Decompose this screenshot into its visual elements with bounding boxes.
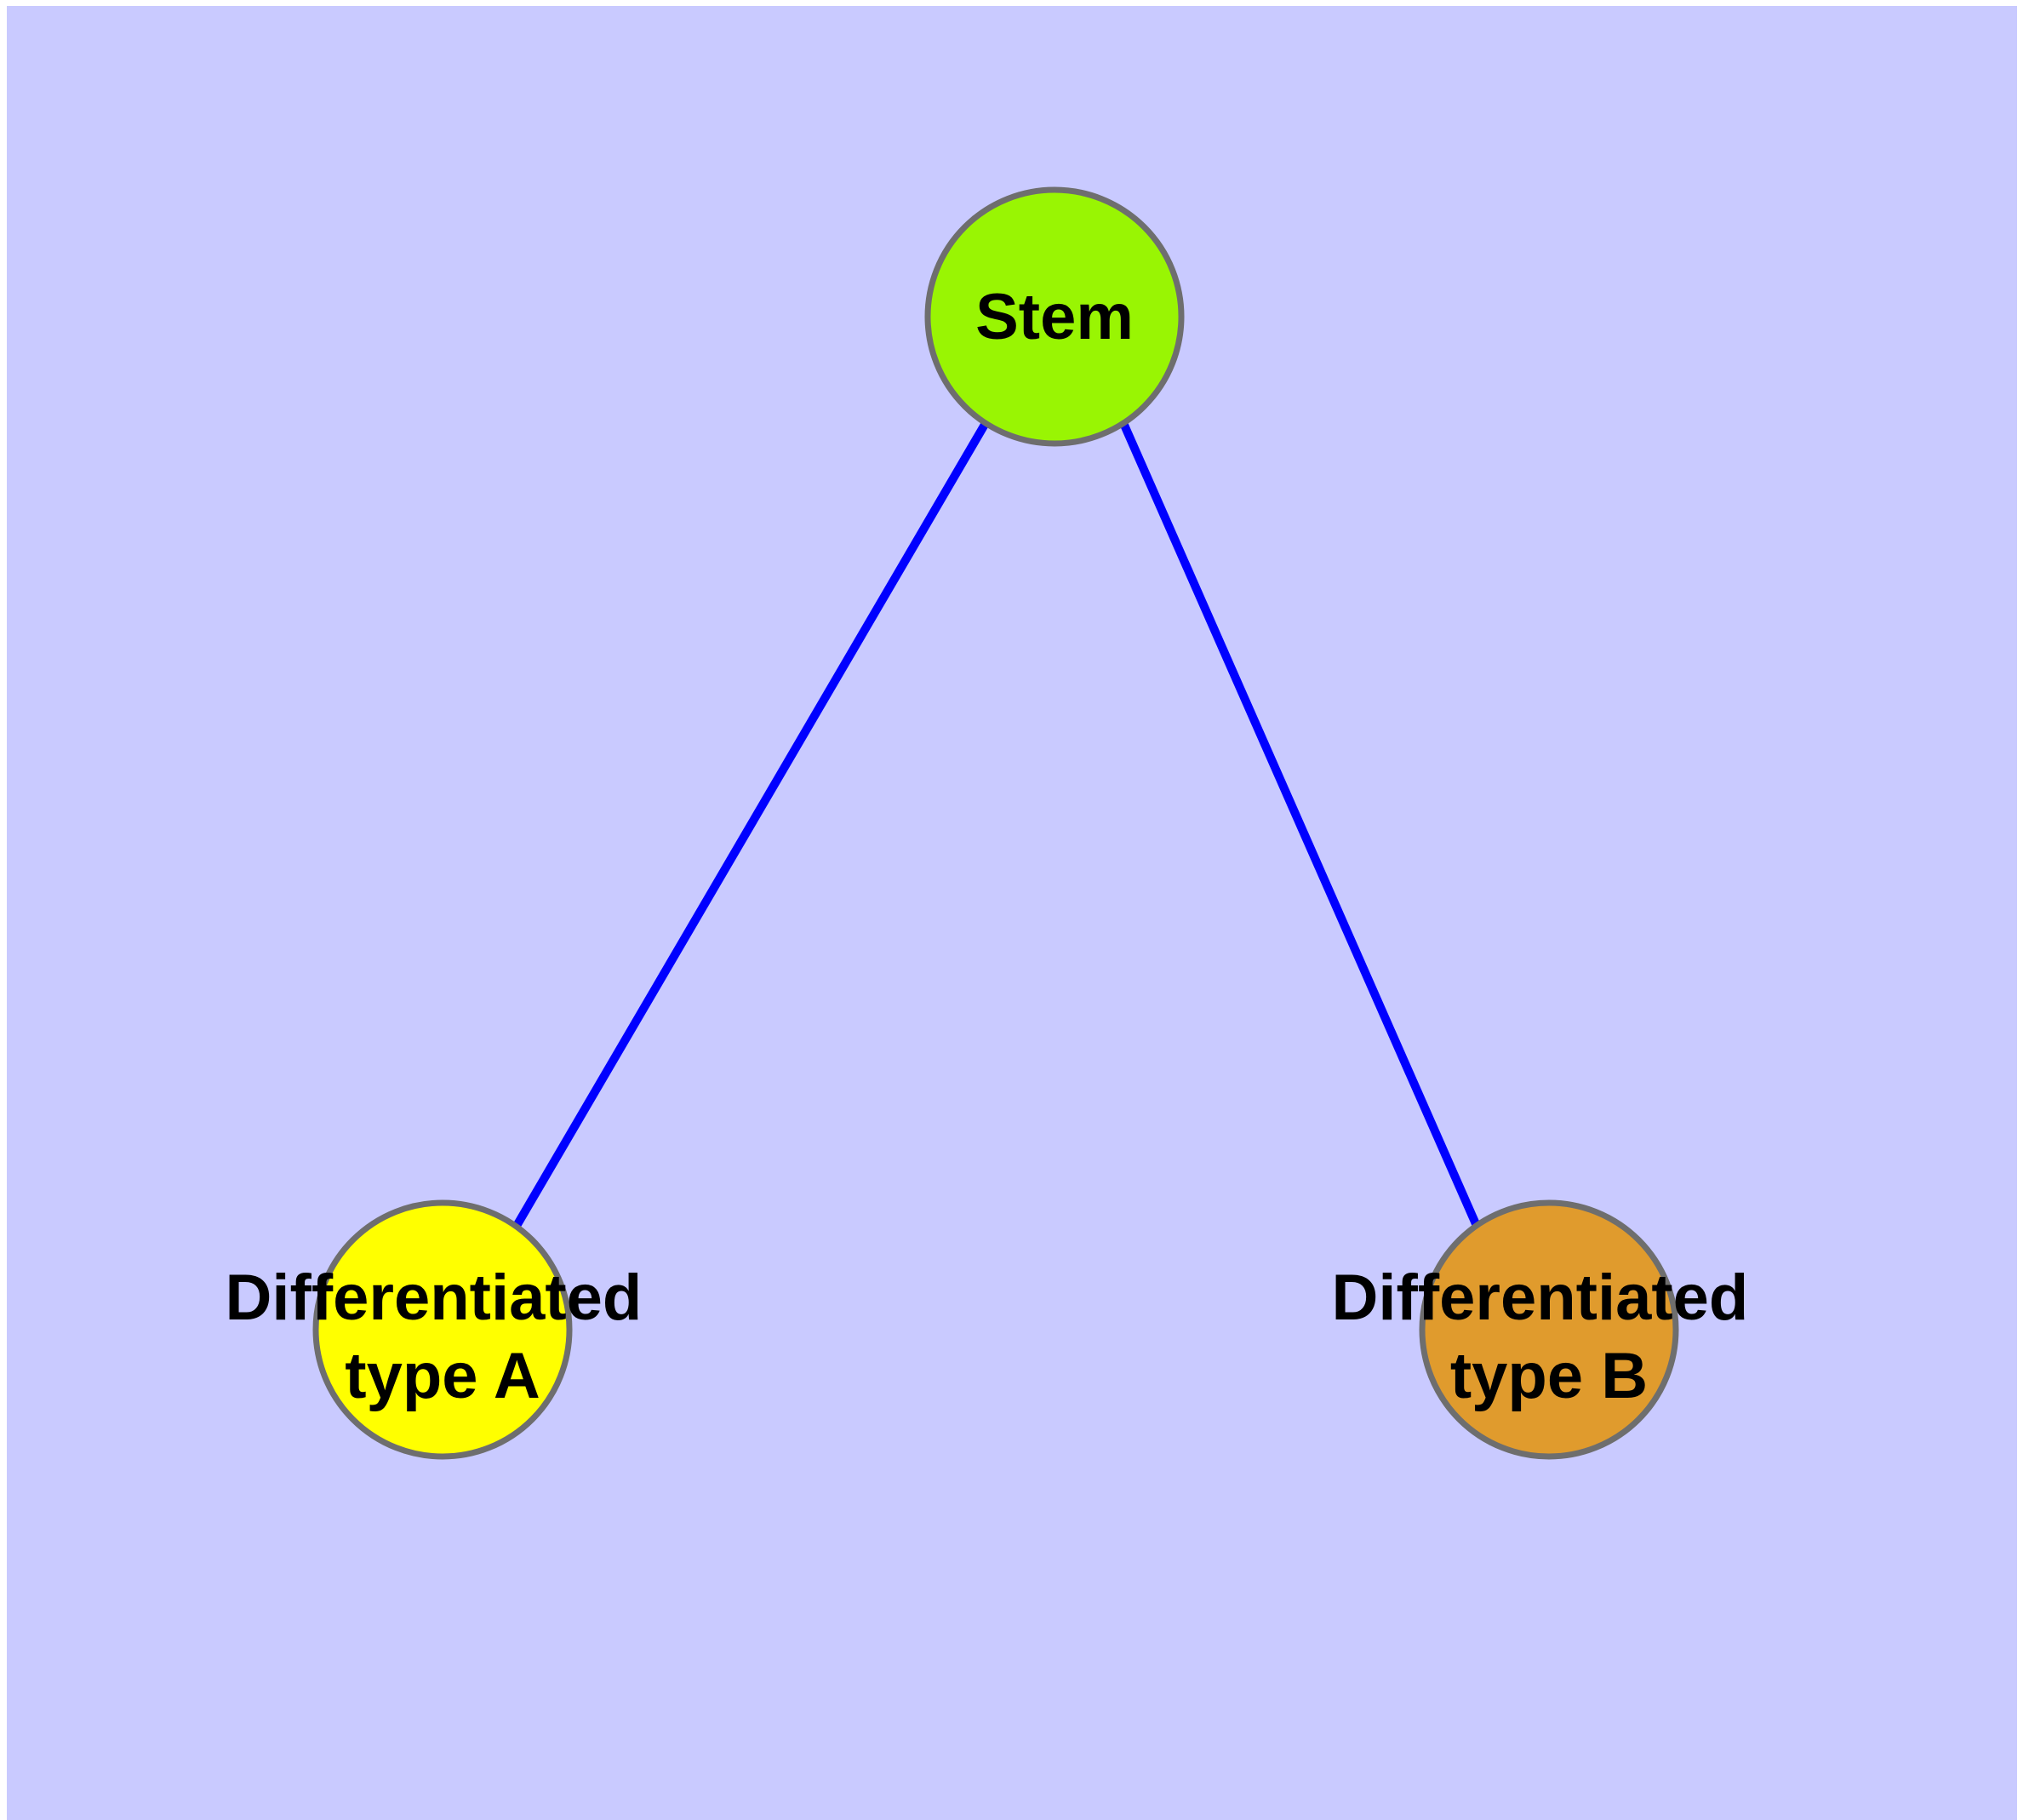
node-differentiated-type-b-circle[interactable]	[1419, 1199, 1679, 1460]
node-stem[interactable]: Stem	[924, 186, 1185, 447]
node-differentiated-type-b-label: Differentiated type B	[1332, 1262, 1767, 1412]
node-differentiated-type-b[interactable]: Differentiated type B	[1332, 1199, 1767, 1460]
edge-layer	[512, 421, 1481, 1228]
node-layer: Stem Differentiated type A Differentiate…	[226, 186, 1767, 1460]
node-differentiated-type-a-circle[interactable]	[312, 1199, 573, 1460]
node-stem-circle[interactable]	[924, 186, 1185, 447]
edge-stem-to-differentiated-type-b[interactable]	[1119, 421, 1481, 1228]
node-differentiated-type-a[interactable]: Differentiated type A	[226, 1199, 660, 1460]
edge-stem-to-differentiated-type-a[interactable]	[512, 421, 990, 1228]
node-stem-label: Stem	[975, 281, 1134, 353]
node-differentiated-type-a-label: Differentiated type A	[226, 1262, 660, 1412]
